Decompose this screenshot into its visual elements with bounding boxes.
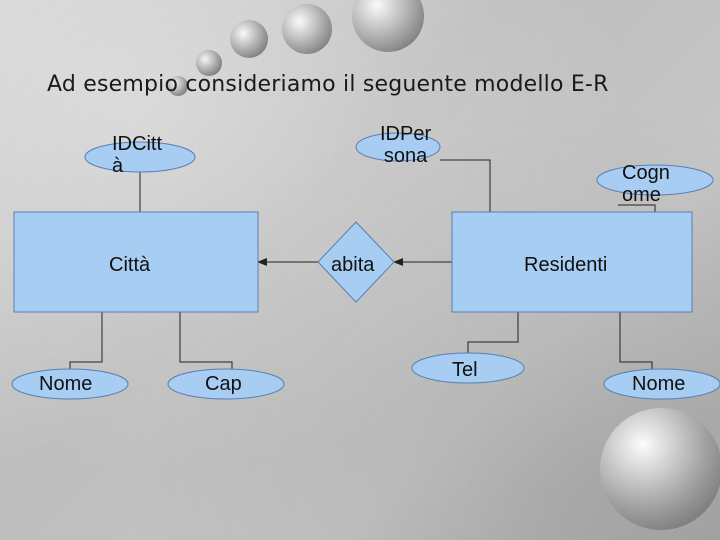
attr-nome-residenti-ellipse — [603, 368, 720, 400]
attr-nome-citta-label: Nome — [39, 373, 93, 395]
attr-nome-citta-ellipse — [11, 368, 129, 400]
attr-idpersona-label: IDPer sona — [380, 123, 432, 167]
link-cap — [179, 312, 233, 372]
entity-citta-box — [13, 211, 259, 313]
decorative-sphere — [600, 408, 720, 530]
attr-tel-ellipse — [411, 352, 525, 384]
entity-residenti-label: Residenti — [524, 254, 608, 276]
attr-cognome-ellipse — [596, 164, 714, 196]
link-cognome — [618, 204, 656, 212]
decorative-sphere — [196, 50, 222, 76]
attr-cognome-label: Cogn ome — [622, 162, 670, 206]
slide-title: Ad esempio consideriamo il seguente mode… — [47, 72, 609, 97]
decorative-sphere — [168, 76, 188, 96]
decorative-sphere — [282, 4, 332, 54]
link-tel — [467, 312, 519, 354]
entity-residenti-box — [451, 211, 693, 313]
link-nome-citta — [69, 312, 103, 372]
link-idpersona — [440, 159, 491, 212]
attr-cap-label: Cap — [205, 373, 242, 395]
attr-cap-ellipse — [167, 368, 285, 400]
attr-idpersona-ellipse — [355, 132, 441, 162]
link-nome-residenti — [619, 312, 653, 372]
attr-nome-residenti-label: Nome — [632, 373, 686, 395]
attr-idcitta-ellipse — [84, 141, 196, 173]
entity-citta-label: Città — [109, 254, 151, 276]
attr-tel-label: Tel — [452, 359, 478, 381]
attr-idcitta-label: IDCitt à — [112, 133, 162, 177]
relationship-abita-label: abita — [331, 254, 375, 276]
decorative-sphere — [230, 20, 268, 58]
relationship-abita-diamond — [317, 221, 395, 303]
